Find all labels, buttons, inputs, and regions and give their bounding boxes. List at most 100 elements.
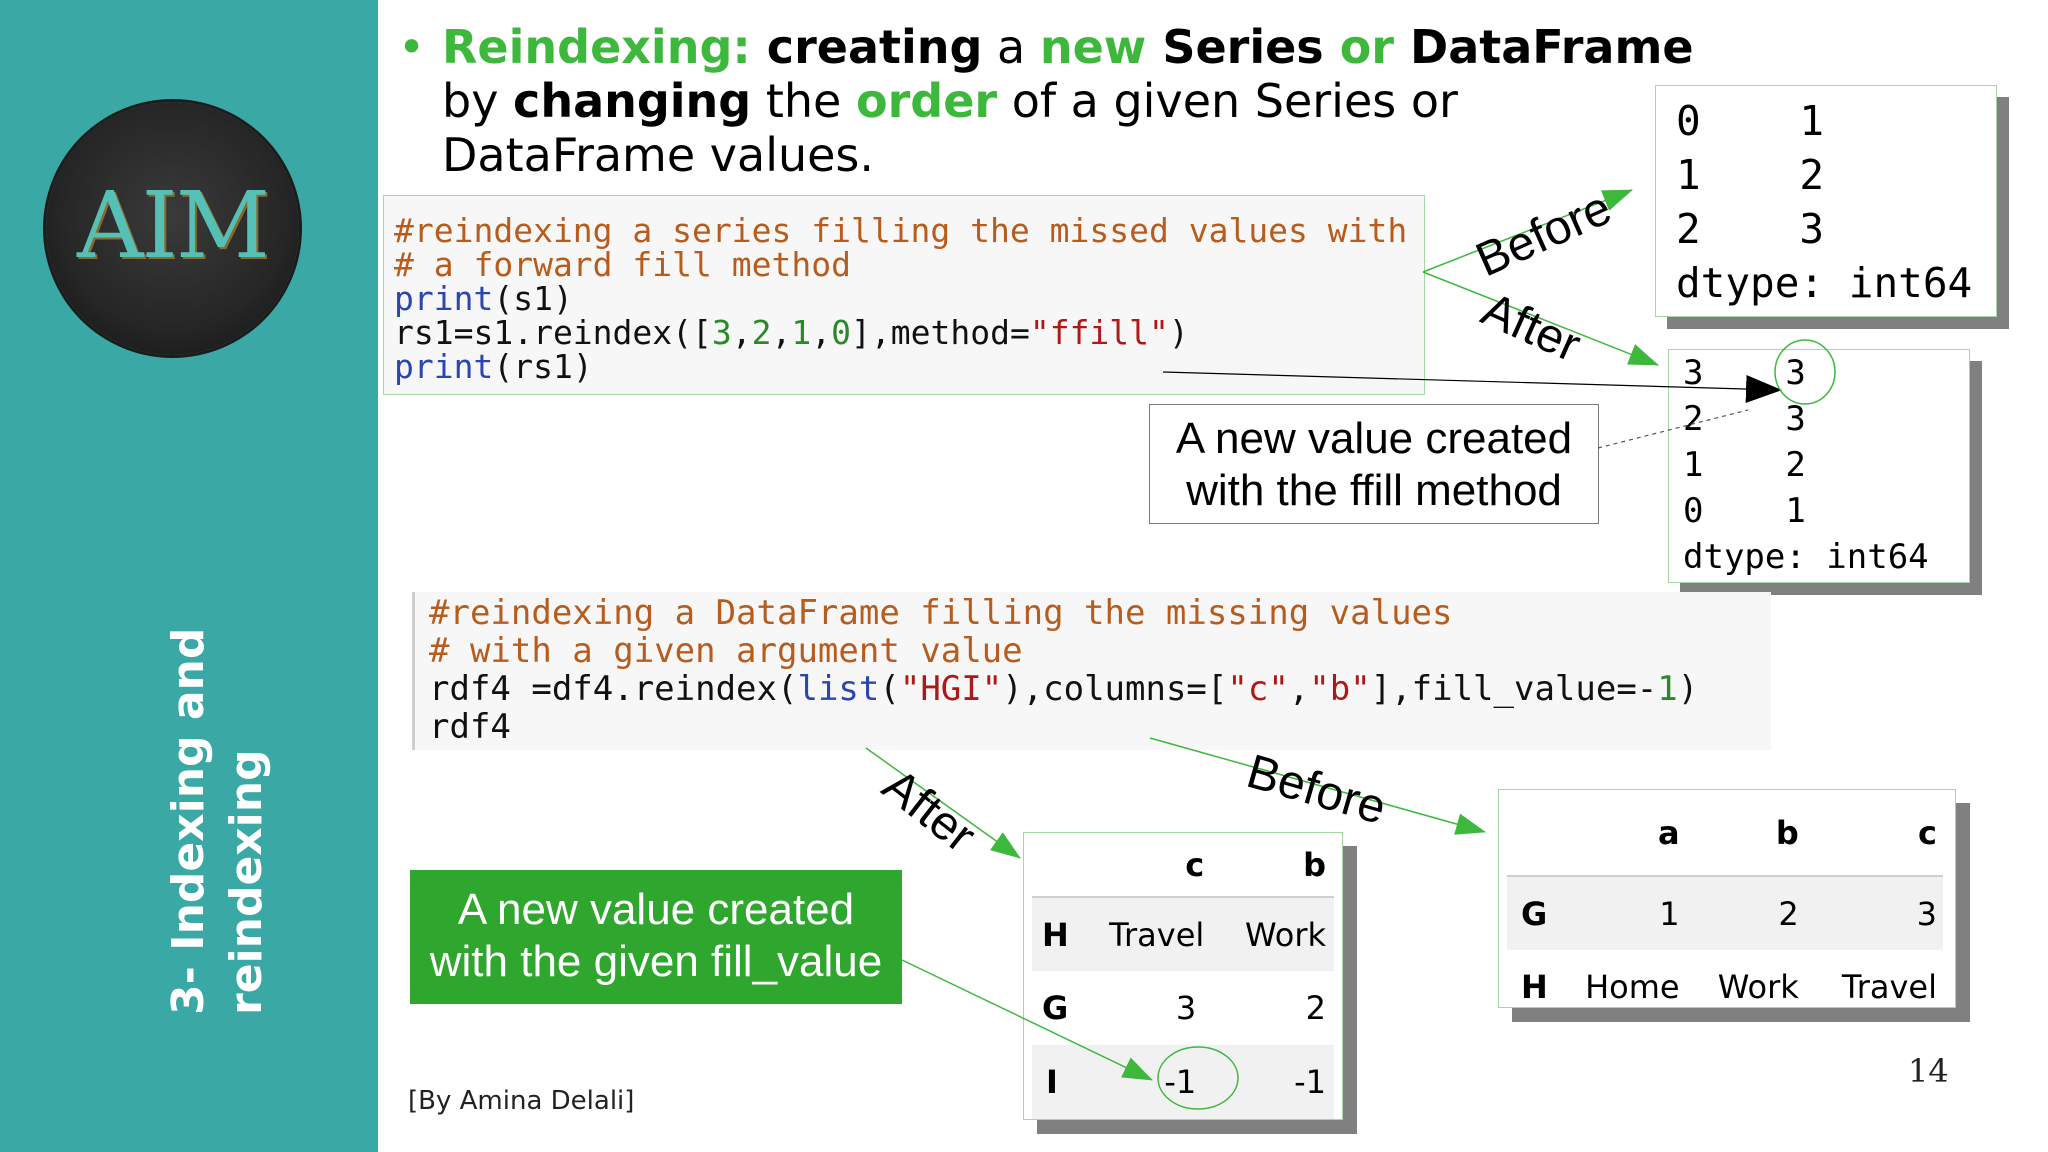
code-text: (rs1) <box>493 347 593 386</box>
logo-text: AIM <box>77 172 270 279</box>
table-row: I -1 -1 <box>1032 1045 1334 1119</box>
code-block-series: #reindexing a series filling the missed … <box>383 195 1425 395</box>
code-text: rdf4 <box>429 707 511 747</box>
table-cell: Travel <box>1109 915 1205 954</box>
dataframe-before: a b c G 1 2 3 H Home Work Travel <box>1498 789 1956 1008</box>
bullet-term: Reindexing: <box>442 20 751 74</box>
bullet-line-1: Reindexing: creating a new Series or Dat… <box>442 20 1742 74</box>
table-cell: 2 <box>1778 894 1799 933</box>
table-corner <box>1032 833 1083 898</box>
sidebar: AIM 3- Indexing and reindexing <box>0 0 378 1152</box>
dataframe-after-table: c b H Travel Work G 3 2 I -1 -1 <box>1032 833 1334 1119</box>
highlight-fill-value-circle <box>1157 1046 1239 1110</box>
table-row: H Travel Work <box>1032 897 1334 971</box>
table-row: G 1 2 3 <box>1507 876 1943 950</box>
bullet-word: of a given Series or <box>997 74 1458 128</box>
code-text: , <box>1288 669 1310 709</box>
code-text: ) <box>1677 669 1699 709</box>
column-header: b <box>1693 790 1813 877</box>
note-ffill-line2: with the ffill method <box>1186 466 1562 515</box>
code-block-dataframe: #reindexing a DataFrame filling the miss… <box>412 592 1771 750</box>
code-text: rs1=s1.reindex([ <box>394 313 712 352</box>
table-header-row: c b <box>1032 833 1334 898</box>
note-fill-value-line2: with the given fill_value <box>429 937 883 986</box>
bullet-word: DataFrame <box>1394 20 1694 74</box>
column-header: a <box>1563 790 1694 877</box>
bullet-line-3: DataFrame values. <box>442 128 875 182</box>
code-string: "c" <box>1227 669 1289 709</box>
table-row: G 3 2 <box>1032 971 1334 1045</box>
bullet-word: the <box>751 74 856 128</box>
arrow-before-bottom <box>1149 737 1486 835</box>
note-ffill: A new value created with the ffill metho… <box>1149 404 1599 524</box>
code-number: 1 <box>1657 669 1678 709</box>
code-string: "ffill" <box>1029 313 1169 352</box>
row-label: G <box>1521 894 1548 933</box>
arrow-to-new-value <box>1162 371 1782 404</box>
note-fill-value: A new value created with the given fill_… <box>410 870 902 1004</box>
column-header: b <box>1204 833 1334 898</box>
table-cell: Travel <box>1841 968 1937 1006</box>
code-string: "HGI" <box>899 669 1003 709</box>
arrow-before-top <box>1422 189 1633 273</box>
code-text: ],fill_value=- <box>1370 669 1658 709</box>
bullet-word: new <box>1039 20 1147 74</box>
bullet-word: order <box>855 74 998 128</box>
code-number: 2 <box>751 313 772 352</box>
code-comment: #reindexing a series filling the missed … <box>394 211 1408 250</box>
table-cell: 1 <box>1659 894 1680 933</box>
code-keyword: print <box>394 347 494 386</box>
table-cell: Work <box>1244 915 1326 954</box>
bullet-word: a <box>982 20 1040 74</box>
bullet-line-2: by changing the order of a given Series … <box>442 74 1742 128</box>
bullet-word: creating <box>750 20 983 74</box>
bullet-word: by <box>442 74 514 128</box>
dashed-link-ffill <box>1597 409 1749 449</box>
arrow-after-bottom <box>865 747 1021 859</box>
table-row: H Home Work Travel <box>1507 950 1943 1024</box>
code-keyword: list <box>797 669 880 709</box>
note-fill-value-line1: A new value created <box>457 885 855 934</box>
code-dataframe-text: #reindexing a DataFrame filling the miss… <box>429 594 1698 746</box>
code-string: "b" <box>1309 669 1371 709</box>
table-cell: 3 <box>1175 989 1197 1027</box>
highlight-ffill-circle <box>1774 339 1836 405</box>
author-credit: [By Amina Delali] <box>408 1086 635 1116</box>
code-text: ),columns=[ <box>1002 669 1228 709</box>
row-label: G <box>1042 989 1069 1027</box>
row-label: H <box>1042 915 1069 954</box>
bullet-word: Series <box>1146 20 1324 74</box>
table-cell: Home <box>1585 968 1680 1006</box>
code-text: (s1) <box>493 279 573 318</box>
code-text: , <box>811 313 832 352</box>
column-header: c <box>1812 790 1943 877</box>
table-cell: Work <box>1717 968 1799 1006</box>
code-text: , <box>731 313 752 352</box>
bullet-word: or <box>1323 20 1394 74</box>
code-text: rdf4 =df4.reindex( <box>429 669 798 709</box>
arrow-after-top <box>1422 271 1659 366</box>
code-number: 0 <box>831 313 852 352</box>
bullet-word: changing <box>513 74 752 128</box>
aim-logo: AIM <box>46 102 299 355</box>
page-number: 14 <box>1908 1052 1949 1090</box>
code-comment: # with a given argument value <box>429 631 1023 671</box>
table-cell: -1 <box>1294 1063 1326 1101</box>
row-label: I <box>1046 1063 1058 1101</box>
table-cell: -1 <box>1164 1063 1197 1101</box>
code-keyword: print <box>394 279 494 318</box>
code-comment: #reindexing a DataFrame filling the miss… <box>429 593 1453 633</box>
bullet-text: Reindexing: creating a new Series or Dat… <box>442 20 1742 182</box>
code-number: 3 <box>711 313 732 352</box>
table-cell: 3 <box>1916 894 1937 933</box>
column-header: c <box>1082 833 1205 898</box>
dataframe-before-table: a b c G 1 2 3 H Home Work Travel <box>1507 790 1943 1024</box>
code-series-text: #reindexing a series filling the missed … <box>394 214 1407 384</box>
series-output-before: 0 1 1 2 2 3 dtype: int64 <box>1655 85 1997 317</box>
table-corner <box>1507 790 1564 877</box>
code-text: , <box>771 313 792 352</box>
code-number: 1 <box>791 313 812 352</box>
code-text: ) <box>1168 313 1189 352</box>
row-label: H <box>1521 968 1548 1006</box>
